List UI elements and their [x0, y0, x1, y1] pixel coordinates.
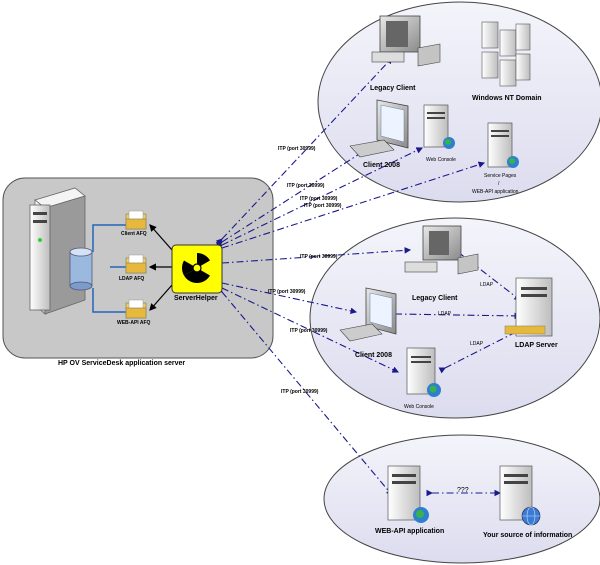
service-pages-label-1: Service Pages	[484, 173, 517, 179]
information-source-label: Your source of information	[483, 532, 573, 539]
itp-label-4: ITP (port 30999)	[304, 203, 342, 209]
group1-ellipse	[317, 1, 600, 203]
app-server-title: HP OV ServiceDesk application server	[58, 360, 186, 367]
web-console-2-server-icon	[406, 347, 441, 397]
information-source-server-icon	[499, 465, 541, 526]
client-2008-monitor-icon	[349, 99, 409, 158]
nt-domain-label: Windows NT Domain	[472, 95, 542, 102]
client-2008-2-label: Client 2008	[355, 352, 392, 359]
web-console-server-icon	[423, 104, 455, 149]
itp-label-3: ITP (port 30999)	[300, 196, 338, 202]
service-pages-label-3: WEB-API application	[472, 189, 519, 195]
group3-ellipse	[323, 434, 600, 564]
itp-label-2: ITP (port 30999)	[287, 183, 325, 189]
client-afq-label: Client AFQ	[121, 231, 147, 237]
legacy-client-2-pc-icon	[404, 225, 479, 275]
ldap-link-label-1: LDAP	[480, 282, 494, 288]
ldap-afq-label: LDAP AFQ	[119, 276, 145, 282]
server-helper-label: ServerHelper	[174, 295, 218, 302]
legacy-client-label: Legacy Client	[370, 85, 416, 92]
webapi-application-server-icon	[387, 465, 429, 523]
web-console-label: Web Console	[426, 157, 456, 163]
webapi-afq-label: WEB-API AFQ	[117, 320, 151, 326]
ldap-server-label: LDAP Server	[515, 342, 558, 349]
webapi-afq-folder-icon	[125, 299, 147, 319]
itp-label-6: ITP (port 30999)	[268, 289, 306, 295]
itp-label-8: ITP (port 30999)	[281, 389, 319, 395]
ldap-link-label-3: LDAP	[470, 341, 484, 347]
nt-domain-servers-icon	[481, 21, 531, 87]
legacy-client-pc-icon	[371, 15, 441, 67]
ldap-server-icon	[504, 277, 553, 337]
client-2008-2-monitor-icon	[339, 287, 397, 342]
itp-label-5: ITP (port 30999)	[300, 254, 338, 260]
itp-label-1: ITP (port 30999)	[278, 146, 316, 152]
client-afq-folder-icon	[125, 210, 147, 230]
service-pages-server-icon	[487, 122, 519, 168]
legacy-client-2-label: Legacy Client	[412, 295, 458, 302]
database-icon	[69, 247, 93, 291]
service-pages-label-2: /	[498, 181, 500, 187]
web-console-2-label: Web Console	[404, 404, 434, 410]
ldap-link-label-2: LDAP	[438, 311, 452, 317]
itp-label-7: ITP (port 30999)	[290, 328, 328, 334]
webapi-application-label: WEB-API application	[375, 528, 445, 535]
server-helper-radiation-icon	[171, 244, 223, 294]
ldap-afq-folder-icon	[125, 254, 147, 274]
unknown-protocol-label: ???	[457, 487, 469, 494]
client-2008-label: Client 2008	[363, 162, 400, 169]
